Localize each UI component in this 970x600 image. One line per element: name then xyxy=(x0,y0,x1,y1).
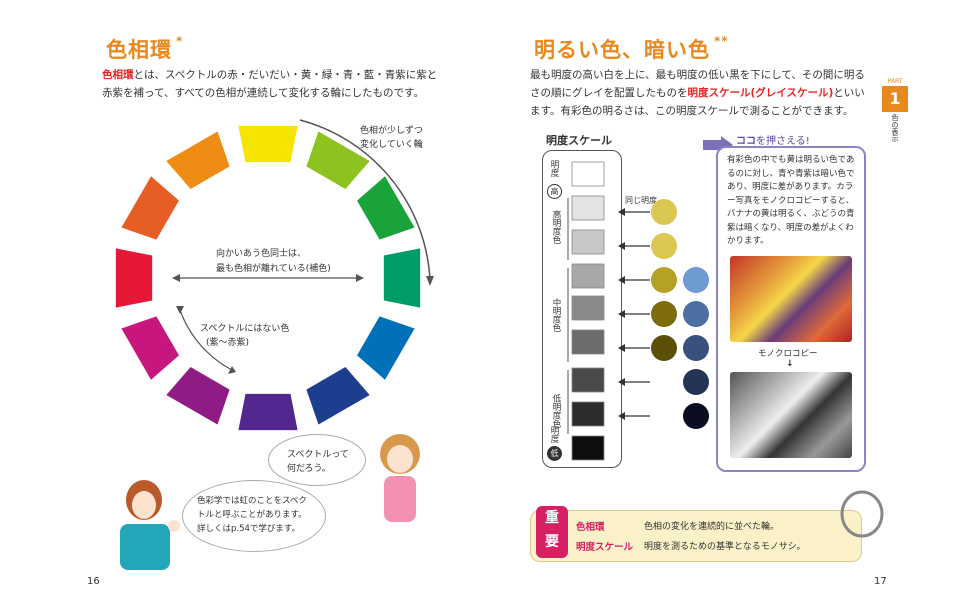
mono-fruit-photo xyxy=(730,372,852,458)
yellow-hue-circle xyxy=(651,267,677,293)
gray-swatch xyxy=(571,161,605,187)
wheel-segment xyxy=(357,316,415,380)
gray-swatch xyxy=(571,195,605,221)
girl-illustration xyxy=(380,434,420,522)
wheel-segment xyxy=(357,176,415,240)
color-fruit-photo xyxy=(730,256,852,342)
spectrum-label-2: (紫〜赤紫) xyxy=(206,338,250,348)
wheel-segment xyxy=(306,131,370,189)
right-page-title: 明るい色、暗い色** xyxy=(534,34,729,62)
high-label: 明度 xyxy=(549,160,559,177)
center-label-1: 向かいあう色同士は、 xyxy=(216,249,307,259)
gray-swatch xyxy=(571,435,605,461)
arc-arrow xyxy=(299,119,431,281)
same-value-label: 同じ明度 xyxy=(625,196,657,205)
chroma-circles xyxy=(618,199,709,429)
gray-swatches xyxy=(567,161,605,461)
photo-caption: モノクロコピー xyxy=(758,349,818,359)
wheel-segment xyxy=(238,393,298,431)
yellow-hue-circle xyxy=(651,301,677,327)
speech-bubble-top: スペクトルって 何だろう。 xyxy=(268,434,366,486)
gray-swatch xyxy=(571,401,605,427)
color-wheel xyxy=(115,119,434,431)
left-page-number: 16 xyxy=(87,576,100,587)
gray-swatch xyxy=(571,329,605,355)
wheel-segment xyxy=(238,125,298,163)
teacher-illustration xyxy=(120,480,180,570)
speech-bubble-bottom: 色彩学では虹のことをスペク トルと呼ぶことがあります。 詳しくはp.54で学びま… xyxy=(182,480,326,552)
value-arrow-head xyxy=(618,412,625,420)
binder-ring xyxy=(840,490,884,538)
blue-hue-circle xyxy=(683,301,709,327)
def-2: 明度を測るための基準となるモノサシ。 xyxy=(644,542,806,552)
def-1: 色相の変化を連続的に並べた輪。 xyxy=(644,522,780,532)
right-page-number: 17 xyxy=(874,576,887,587)
blue-hue-circle xyxy=(683,335,709,361)
gray-swatch xyxy=(571,367,605,393)
yellow-hue-circle xyxy=(651,199,677,225)
spectrum-label-1: スペクトルにはない色 xyxy=(200,324,290,334)
wheel-segment xyxy=(383,248,421,308)
wheel-segment xyxy=(166,131,230,189)
photo-arrow: ↓ xyxy=(786,359,794,369)
low-label: 明度 xyxy=(549,426,559,443)
wheel-segment xyxy=(166,367,230,425)
point-note-text: 有彩色の中でも黄は明るい色であるのに対し、青や青紫は暗い色であり、明度に差があり… xyxy=(727,155,855,246)
center-label-2: 最も色相が離れている(補色) xyxy=(216,264,331,274)
mid-group-label: 中明度色 xyxy=(551,298,561,332)
value-arrow-head xyxy=(618,276,625,284)
wheel-segment xyxy=(115,248,153,308)
important-mark: 重 要 xyxy=(536,506,568,558)
value-arrow-head xyxy=(618,310,625,318)
wheel-segment xyxy=(121,176,179,240)
yellow-hue-circle xyxy=(651,335,677,361)
scale-title: 明度スケール xyxy=(546,134,612,147)
high-mark: 高 xyxy=(547,184,562,199)
part-tab: PART 1 色の表示 xyxy=(880,78,910,146)
important-box xyxy=(530,510,862,562)
value-arrow-head xyxy=(618,242,625,250)
value-arrow-head xyxy=(618,378,625,386)
gray-swatch xyxy=(571,263,605,289)
left-intro-text: 色相環とは、スペクトルの赤・だいだい・黄・緑・青・藍・青紫に紫と赤紫を補って、す… xyxy=(102,69,438,99)
wheel-segment xyxy=(121,316,179,380)
term-2: 明度スケール xyxy=(576,542,634,553)
gray-swatch xyxy=(571,229,605,255)
left-page-title: 色相環* xyxy=(106,34,184,62)
low-group-label: 低明度色 xyxy=(551,394,561,428)
term-1: 色相環 xyxy=(576,522,605,533)
high-group-label: 高明度色 xyxy=(551,210,561,244)
arc-label: 色相が少しずつ 変化していく輪 xyxy=(360,126,423,150)
blue-hue-circle xyxy=(683,403,709,429)
wheel-segment xyxy=(306,367,370,425)
right-intro-text: 最も明度の高い白を上に、最も明度の低い黒を下にして、その間に明るさの順にグレイを… xyxy=(530,69,865,117)
value-arrow-head xyxy=(618,208,625,216)
low-mark: 低 xyxy=(547,446,562,461)
point-heading: ココを押さえる! xyxy=(736,136,810,147)
value-arrow-head xyxy=(618,344,625,352)
blue-hue-circle xyxy=(683,369,709,395)
gray-swatch xyxy=(571,295,605,321)
yellow-hue-circle xyxy=(651,233,677,259)
blue-hue-circle xyxy=(683,267,709,293)
